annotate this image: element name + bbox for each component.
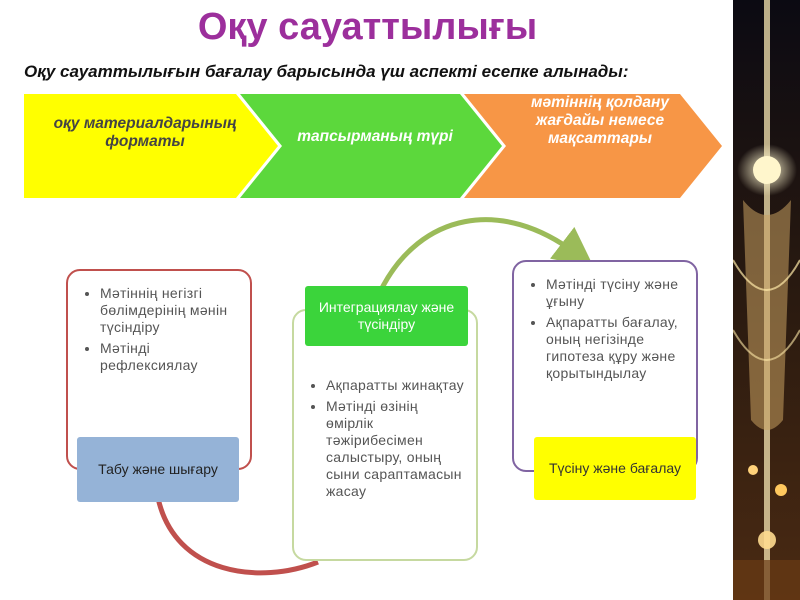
cycle-box-evaluate: Мәтінді түсіну және ұғыну Ақпаратты баға… (512, 260, 698, 472)
chevron-shape-3 (464, 94, 722, 198)
list-item: Ақпаратты жинақтау (326, 377, 466, 394)
list-item: Мәтіннің негізгі бөлімдерінің мәнін түсі… (100, 285, 240, 336)
label-understand-evaluate: Түсіну және бағалау (534, 437, 696, 500)
arc-left (155, 497, 319, 576)
process-chevrons (24, 94, 722, 198)
list-item: Мәтінді түсіну және ұғыну (546, 276, 686, 310)
page-title: Оқу сауаттылығы (197, 6, 538, 48)
tower-decoration-image (733, 0, 800, 600)
chevron-format: оқу материалдарының форматы (53, 115, 237, 150)
chevron-shape-1 (24, 94, 278, 198)
cycle-arcs (155, 217, 594, 576)
chevron-shape-2 (240, 94, 502, 198)
page-subtitle: Оқу сауаттылығын бағалау барысында үш ас… (24, 62, 629, 81)
chevron-task-type: тапсырманың түрі (297, 128, 453, 145)
list-item: Мәтінді рефлексиялау (100, 340, 240, 374)
list-item: Мәтінді өзінің өмірлік тәжірибесімен сал… (326, 398, 466, 500)
cycle-box-integrate: Ақпаратты жинақтау Мәтінді өзінің өмірлі… (292, 309, 478, 561)
chevron-purpose: мәтіннің қолдану жағдайы немесе мақсатта… (530, 94, 670, 147)
label-find-extract: Табу және шығару (77, 437, 239, 502)
label-integrate-interpret: Интеграциялау және түсіндіру (305, 286, 468, 346)
list-item: Ақпаратты бағалау, оның негізінде гипоте… (546, 314, 686, 382)
arc-right (379, 217, 594, 290)
cycle-box-find: Мәтіннің негізгі бөлімдерінің мәнін түсі… (66, 269, 252, 470)
